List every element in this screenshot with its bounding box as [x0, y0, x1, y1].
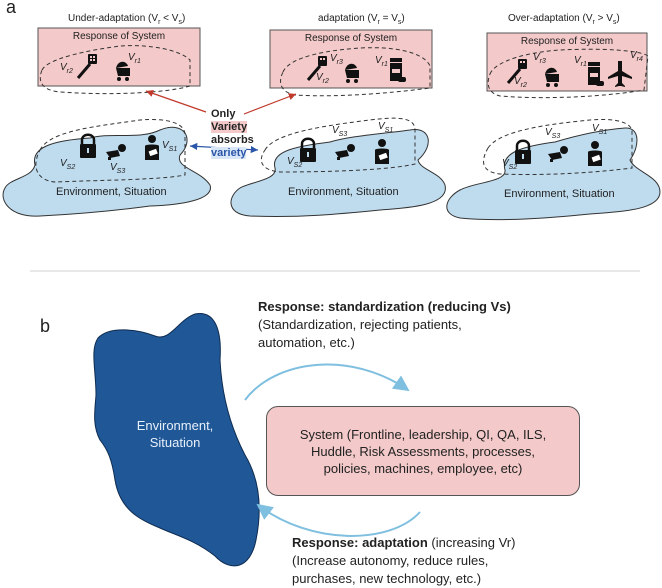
adaptation-title-suffix: (increasing Vr) [427, 535, 516, 550]
system-line2: Huddle, Risk Assessments, processes, [311, 443, 535, 459]
medicine-bottle-icon [588, 62, 604, 86]
env-variety-outline-over [483, 119, 633, 176]
var-s3-adaptation: VS3 [332, 125, 348, 138]
var-r1-under: Vr1 [128, 52, 141, 65]
var-r1-adaptation: Vr1 [375, 55, 388, 68]
standardization-line2: (Standardization, rejecting patients, [258, 317, 462, 332]
var-r3-adaptation: Vr3 [330, 53, 343, 66]
key-icon [506, 59, 527, 84]
var-r2-under: Vr2 [60, 62, 73, 75]
env-title-over: Environment, Situation [504, 188, 615, 200]
system-line3: policies, machines, employee, etc) [323, 460, 523, 476]
var-s2-adaptation: VS2 [287, 156, 303, 169]
standardization-arrow [244, 363, 410, 401]
var-r4-over: Vr4 [630, 50, 643, 63]
adaptation-title: Response: adaptation [292, 535, 428, 550]
injured-person-icon [588, 141, 602, 166]
crawling-baby-icon [106, 144, 126, 160]
var-r2-adaptation: Vr2 [316, 72, 329, 85]
stroller-icon [116, 61, 130, 81]
environment-blob-adaptation [230, 129, 446, 218]
standardization-line3: automation, etc.) [258, 335, 355, 350]
adaptation-caption: adaptation (Vr = Vs) [318, 13, 405, 26]
center-text-only: Only [211, 108, 236, 120]
var-s2-under: VS2 [60, 158, 76, 171]
panel-a-label: a [6, 0, 17, 17]
red-arrow-right [243, 93, 297, 115]
adaptation-line3: purchases, new technology, etc.) [292, 571, 482, 586]
standardization-title: Response: standardization (reducing Vs) [258, 299, 511, 314]
injured-person-icon [145, 135, 159, 160]
environment-label-line2: Situation [149, 435, 201, 450]
system-line1: System (Frontline, leadership, QI, QA, I… [299, 426, 547, 442]
key-icon [306, 56, 327, 81]
center-text: Only Variety absorbs variety [211, 108, 254, 160]
under-adaptation-caption: Under-adaptation (Vr < Vs) [68, 13, 186, 26]
env-title-adaptation: Environment, Situation [288, 186, 399, 198]
key-icon [76, 54, 97, 79]
var-s1-adaptation: VS1 [378, 121, 394, 134]
medicine-bottle-icon [390, 58, 406, 82]
stroller-icon [545, 67, 559, 87]
env-title-under: Environment, Situation [56, 186, 167, 198]
var-s3-over: VS3 [545, 127, 561, 140]
crawling-baby-icon [548, 146, 568, 162]
environment-blob-under [2, 126, 211, 217]
lock-icon [515, 139, 531, 164]
panel-b-label: b [40, 316, 51, 336]
response-title-adaptation: Response of System [304, 33, 398, 44]
adaptation-response: Response: adaptation (increasing Vr) (In… [292, 534, 515, 588]
environment-blob-over [446, 127, 661, 221]
system-box: System (Frontline, leadership, QI, QA, I… [266, 406, 580, 496]
center-text-variety: Variety [211, 121, 248, 133]
airplane-icon [608, 61, 632, 87]
env-variety-outline-under [35, 119, 186, 183]
response-box-under [37, 27, 201, 87]
adaptation-line2: (Increase autonomy, reduce rules, [292, 553, 489, 568]
red-arrow-left [145, 89, 207, 113]
center-text-absorbs: absorbs [211, 134, 254, 146]
adaptation-arrow [256, 503, 421, 537]
var-r1-over: Vr1 [574, 55, 587, 68]
var-s1-over: VS1 [592, 123, 608, 136]
var-s1-under: VS1 [162, 140, 178, 153]
var-s2-over: VS2 [502, 158, 518, 171]
var-s3-under: VS3 [110, 162, 126, 175]
injured-person-icon [375, 139, 389, 164]
crawling-baby-icon [335, 144, 355, 160]
var-r3-over: Vr3 [533, 52, 546, 65]
environment-label-b: Environment, Situation [120, 417, 230, 451]
standardization-response: Response: standardization (reducing Vs) … [258, 298, 511, 352]
over-adaptation-caption: Over-adaptation (Vr > Vs) [508, 13, 620, 26]
lock-icon [300, 137, 316, 162]
var-r2-over: Vr2 [514, 76, 527, 89]
environment-label-line1: Environment, [136, 418, 214, 433]
lock-icon [80, 133, 96, 158]
stroller-icon [345, 63, 359, 83]
response-title-under: Response of System [72, 31, 166, 42]
env-variety-outline-adaptation [260, 117, 416, 173]
center-text-variety-lower: variety [211, 147, 247, 159]
environment-blob-b [93, 313, 260, 567]
response-variety-outline-over [487, 48, 649, 99]
response-title-over: Response of System [520, 36, 614, 47]
